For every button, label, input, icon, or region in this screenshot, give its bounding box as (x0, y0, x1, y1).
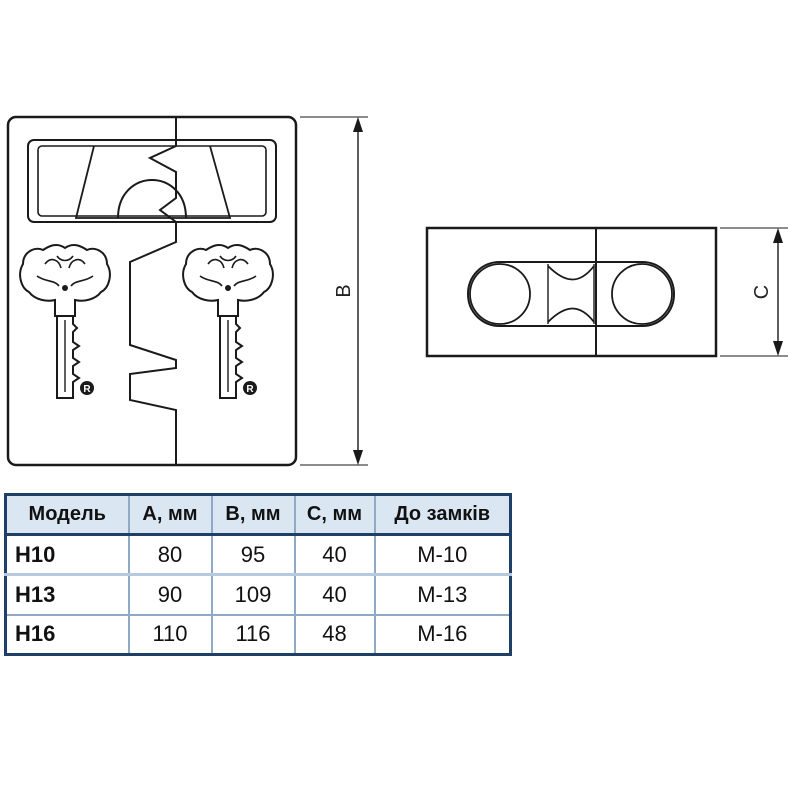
cell-c: 48 (293, 613, 376, 656)
header-model: Модель (4, 493, 130, 536)
spec-table: Модель A, мм B, мм C, мм До замків H10 8… (4, 493, 512, 656)
table-row: H13 90 109 40 M-13 (4, 573, 512, 616)
front-view (6, 115, 298, 467)
dimension-b: B (300, 116, 368, 466)
cell-c: 40 (293, 573, 376, 616)
header-a: A, мм (127, 493, 213, 536)
table-row: H10 80 95 40 M-10 (4, 533, 512, 576)
cell-model: H16 (4, 613, 130, 656)
cell-model: H10 (4, 533, 130, 576)
dimension-b-label: B (333, 284, 355, 297)
table-header-row: Модель A, мм B, мм C, мм До замків (4, 493, 512, 536)
cell-b: 116 (210, 613, 296, 656)
header-c: C, мм (293, 493, 376, 536)
side-view (425, 226, 718, 358)
dimension-c: C (720, 227, 788, 357)
cell-locks: M-10 (373, 533, 512, 576)
cell-locks: M-13 (373, 573, 512, 616)
cell-a: 110 (127, 613, 213, 656)
header-locks: До замків (373, 493, 512, 536)
cell-c: 40 (293, 533, 376, 576)
cell-b: 95 (210, 533, 296, 576)
product-drawing: R B (6, 115, 788, 467)
table-row: H16 110 116 48 M-16 (4, 613, 512, 656)
cell-a: 90 (127, 573, 213, 616)
dimension-c-label: C (751, 285, 773, 299)
header-b: B, мм (210, 493, 296, 536)
cell-locks: M-16 (373, 613, 512, 656)
cell-model: H13 (4, 573, 130, 616)
cell-a: 80 (127, 533, 213, 576)
cell-b: 109 (210, 573, 296, 616)
